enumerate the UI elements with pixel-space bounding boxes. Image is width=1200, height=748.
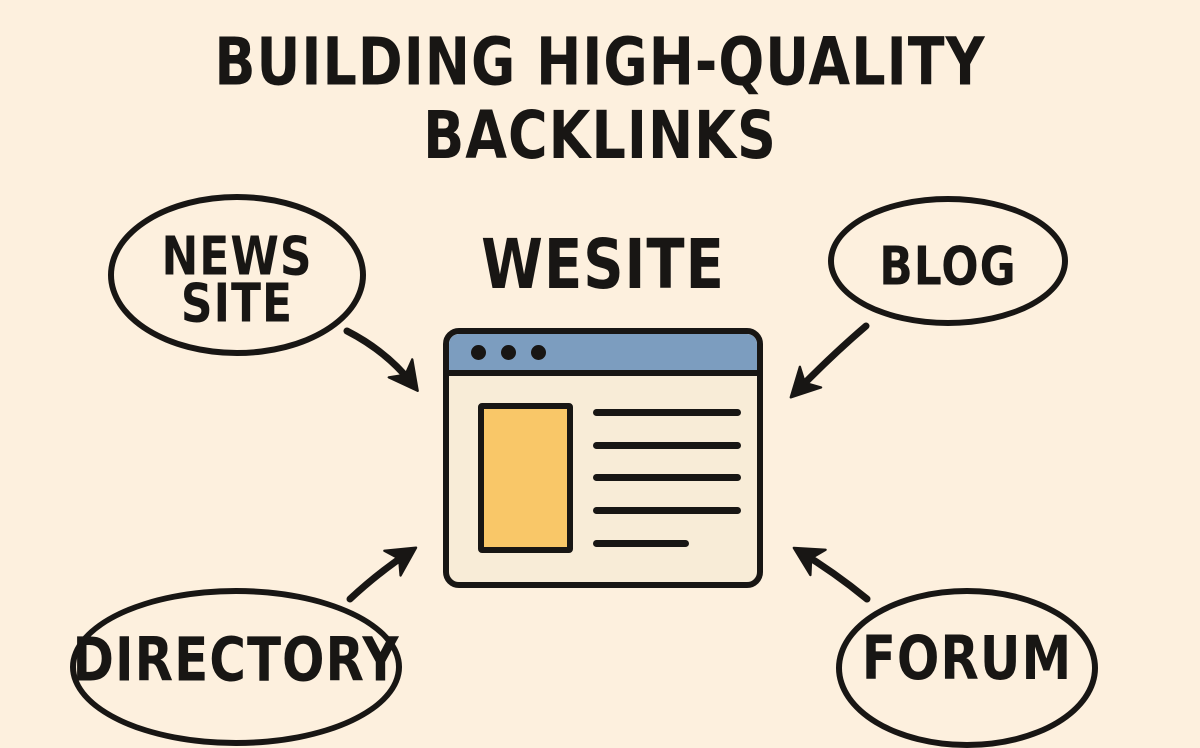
- arrow-directory-to-website: [346, 546, 418, 603]
- node-forum: FORUM: [836, 588, 1098, 748]
- backlinks-diagram: BUILDING HIGH-QUALITY BACKLINKS WESITE N…: [0, 23, 1200, 748]
- arrow-news-site-to-website: [343, 327, 419, 392]
- browser-window-illustration: [443, 328, 763, 588]
- window-dot-icon: [501, 344, 516, 360]
- text-line: [593, 507, 741, 514]
- node-news-site: NEWS SITE: [108, 194, 366, 356]
- text-line: [593, 442, 741, 449]
- node-news-site-label-line2: SITE: [180, 272, 294, 335]
- arrow-forum-to-website: [792, 546, 871, 603]
- node-blog: BLOG: [828, 196, 1068, 326]
- diagram-title-line2: BACKLINKS: [423, 96, 777, 174]
- arrow-blog-to-website: [789, 322, 870, 399]
- window-dot-icon: [531, 344, 546, 360]
- website-label: WESITE: [481, 226, 725, 306]
- image-placeholder: [478, 403, 573, 553]
- node-directory: DIRECTORY: [70, 588, 402, 746]
- browser-titlebar: [449, 334, 757, 376]
- browser-content: [449, 376, 757, 582]
- text-line: [593, 409, 741, 416]
- node-news-site-label-line1: NEWS: [161, 225, 313, 288]
- node-forum-label: FORUM: [861, 622, 1073, 694]
- node-directory-label: DIRECTORY: [72, 623, 400, 695]
- text-line: [593, 474, 741, 481]
- window-dot-icon: [471, 344, 486, 360]
- diagram-title-line1: BUILDING HIGH-QUALITY: [214, 23, 986, 101]
- text-line: [593, 540, 689, 547]
- diagram-title: BUILDING HIGH-QUALITY BACKLINKS: [0, 23, 1200, 174]
- node-blog-label: BLOG: [879, 235, 1017, 298]
